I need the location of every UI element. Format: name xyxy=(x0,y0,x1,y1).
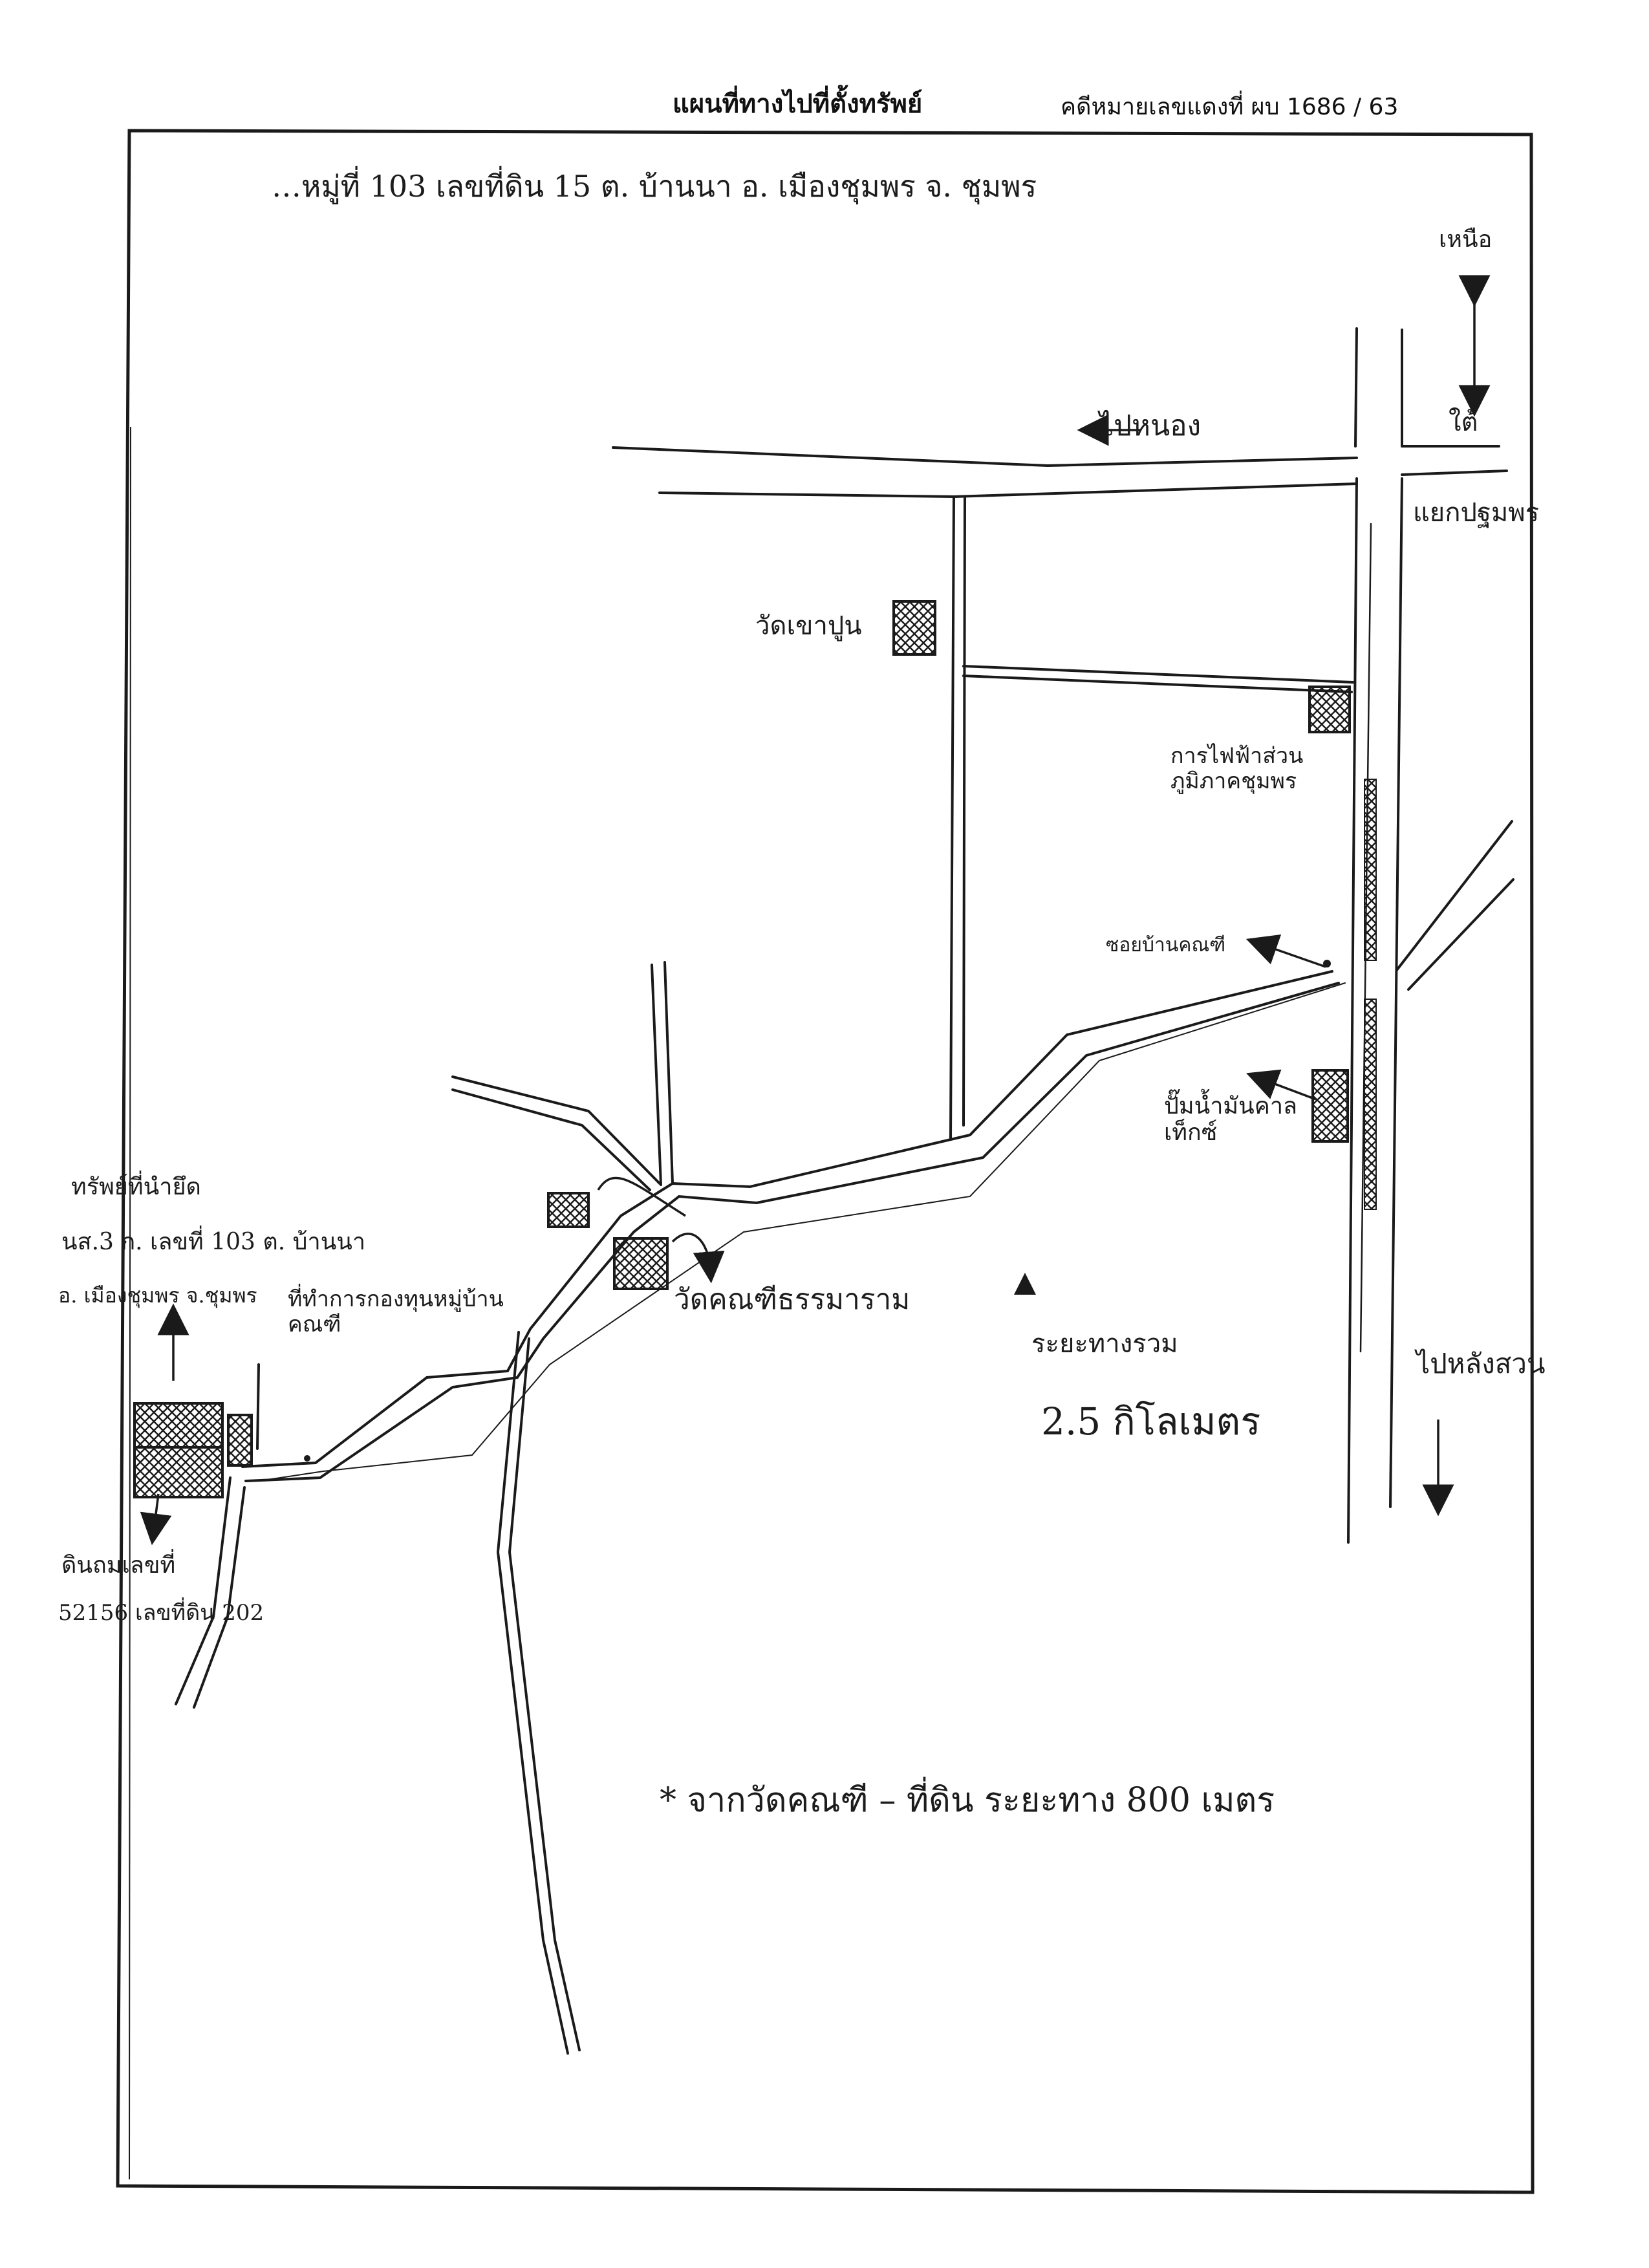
wat-khao-poon-building xyxy=(892,600,936,656)
label-to-lang-suan: ไปหลังสวน xyxy=(1416,1348,1546,1379)
compass-south-label: ใต้ xyxy=(1449,407,1478,437)
small-building xyxy=(547,1192,590,1228)
map-frame xyxy=(116,129,1535,2194)
compass-north-label: เหนือ xyxy=(1439,226,1493,253)
label-total-distance: ระยะทางรวม xyxy=(1031,1329,1178,1359)
soi-ban-kanthi-road xyxy=(241,970,1333,1468)
highway-east-edge xyxy=(1389,329,1403,1508)
property-label-line3: อ. เมืองชุมพร จ.ชุมพร xyxy=(58,1283,257,1308)
label-gas-station: ปั๊มน้ำมันคาลเท็กซ์ xyxy=(1164,1093,1298,1147)
land-label-line1: ดินถมเลขที่ xyxy=(61,1552,176,1579)
address-line: …หมู่ที่ 103 เลขที่ดิน 15 ต. บ้านนา อ. เ… xyxy=(272,169,1037,204)
label-wat-khao-poon: วัดเขาปูน xyxy=(755,611,862,641)
label-distance-value: 2.5 กิโลเมตร xyxy=(1041,1399,1261,1443)
triangle-marker-icon xyxy=(1014,1273,1036,1295)
distance-note: * จากวัดคณฑี – ที่ดิน ระยะทาง 800 เมตร xyxy=(660,1781,1275,1820)
label-village-office: ที่ทำการกองทุนหมู่บ้านคณฑี xyxy=(288,1286,504,1338)
page-title: แผนที่ทางไปที่ตั้งทรัพย์ xyxy=(673,89,923,119)
label-wat-kanthi: วัดคณฑีธรรมาราม xyxy=(674,1283,911,1316)
property-label-line2: นส.3 ก. เลขที่ 103 ต. บ้านนา xyxy=(61,1229,366,1255)
case-number: คดีหมายเลขแดงที่ ผบ 1686 / 63 xyxy=(1061,94,1399,120)
gas-station-building xyxy=(1311,1069,1349,1143)
road-to-nong xyxy=(612,446,1358,468)
land-label-line2: 52156 เลขที่ดิน 202 xyxy=(58,1600,264,1626)
label-electricity-office: การไฟฟ้าส่วนภูมิภาคชุมพร xyxy=(1170,743,1304,795)
label-junction: แยกปฐมพร xyxy=(1413,498,1540,528)
wat-kanthi-building xyxy=(613,1237,669,1290)
highway-west-edge xyxy=(1347,327,1358,1544)
property-label-line1: ทรัพย์ที่นำยึด xyxy=(71,1174,201,1200)
label-to-nong: ไปหนอง xyxy=(1099,409,1202,442)
electricity-office-building xyxy=(1308,686,1351,733)
property-building xyxy=(133,1402,224,1498)
label-soi-ban-kanthi: ซอยบ้านคณฑี xyxy=(1106,934,1226,956)
village-office-building xyxy=(227,1414,253,1467)
